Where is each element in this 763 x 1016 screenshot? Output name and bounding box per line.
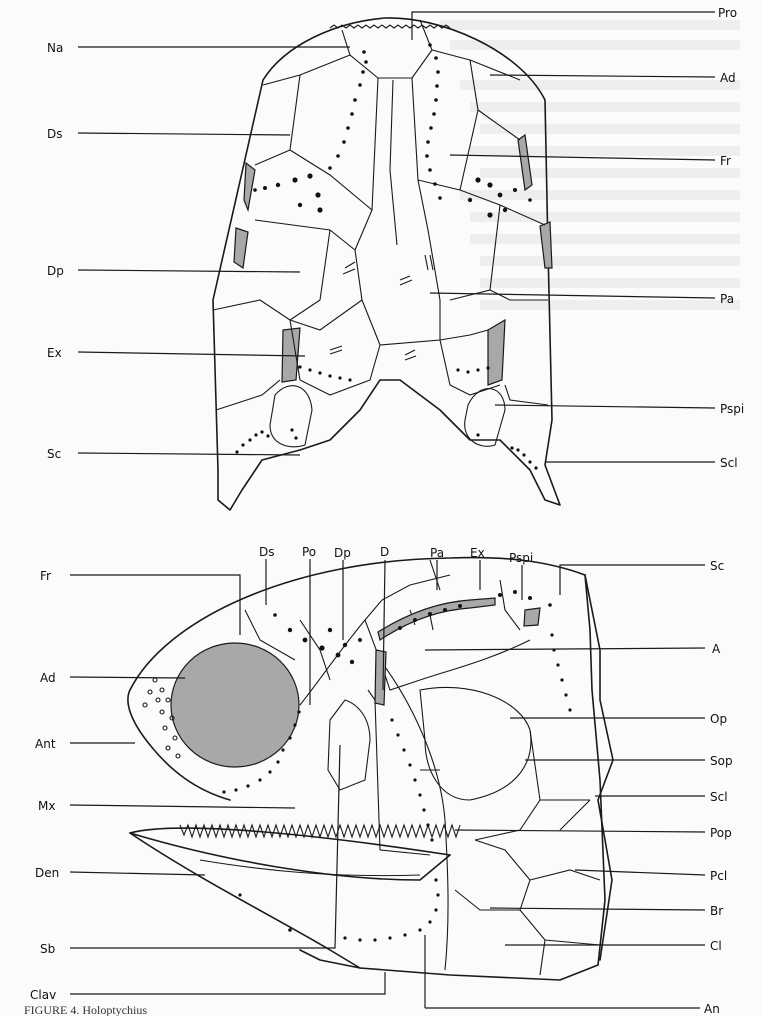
label-lat-pcl: Pcl (710, 869, 727, 883)
label-lat-sb: Sb (40, 942, 55, 956)
label-pro: Pro (718, 6, 737, 20)
label-lat-den: Den (35, 866, 59, 880)
label-dp: Dp (47, 264, 64, 278)
label-lat-sop: Sop (710, 754, 733, 768)
figure-caption: FIGURE 4. Holoptychius (24, 1003, 147, 1016)
label-lat-ad: Ad (40, 671, 56, 685)
label-ds: Ds (47, 127, 63, 141)
label-na: Na (47, 41, 63, 55)
label-lat-clav: Clav (30, 988, 56, 1002)
dorsal-left-canal-shading (244, 163, 255, 210)
label-lat-pa: Pa (430, 546, 444, 560)
label-lat-ds: Ds (259, 545, 275, 559)
label-lat-op: Op (710, 712, 727, 726)
label-pspi: Pspi (720, 402, 744, 416)
lateral-skull-view (128, 558, 613, 980)
label-lat-ex: Ex (470, 546, 485, 560)
label-lat-pspi: Pspi (509, 551, 533, 565)
label-lat-ant: Ant (35, 737, 56, 751)
label-lat-cl: Cl (710, 939, 722, 953)
label-lat-fr: Fr (40, 569, 51, 583)
label-lat-dp: Dp (334, 546, 351, 560)
label-fr: Fr (720, 154, 731, 168)
label-lat-scl: Scl (710, 790, 728, 804)
label-sc: Sc (47, 447, 61, 461)
label-scl: Scl (720, 456, 738, 470)
orbit (171, 643, 299, 767)
label-lat-d: D (380, 545, 389, 559)
lateral-canal-shading (378, 598, 495, 640)
lateral-sensory-pores (222, 590, 571, 942)
show-through-text (440, 20, 740, 310)
label-lat-sc: Sc (710, 559, 724, 573)
label-lat-po: Po (302, 545, 316, 559)
label-lat-a: A (712, 642, 721, 656)
dorsal-right-canal-shading (518, 135, 532, 190)
label-pa: Pa (720, 292, 734, 306)
label-lat-pop: Pop (710, 826, 732, 840)
label-lat-an: An (704, 1002, 720, 1016)
label-lat-mx: Mx (38, 799, 55, 813)
label-ad: Ad (720, 71, 736, 85)
upper-jaw-teeth (180, 825, 460, 837)
label-ex: Ex (47, 346, 62, 360)
label-lat-br: Br (710, 904, 723, 918)
leader-lines (70, 12, 715, 1008)
